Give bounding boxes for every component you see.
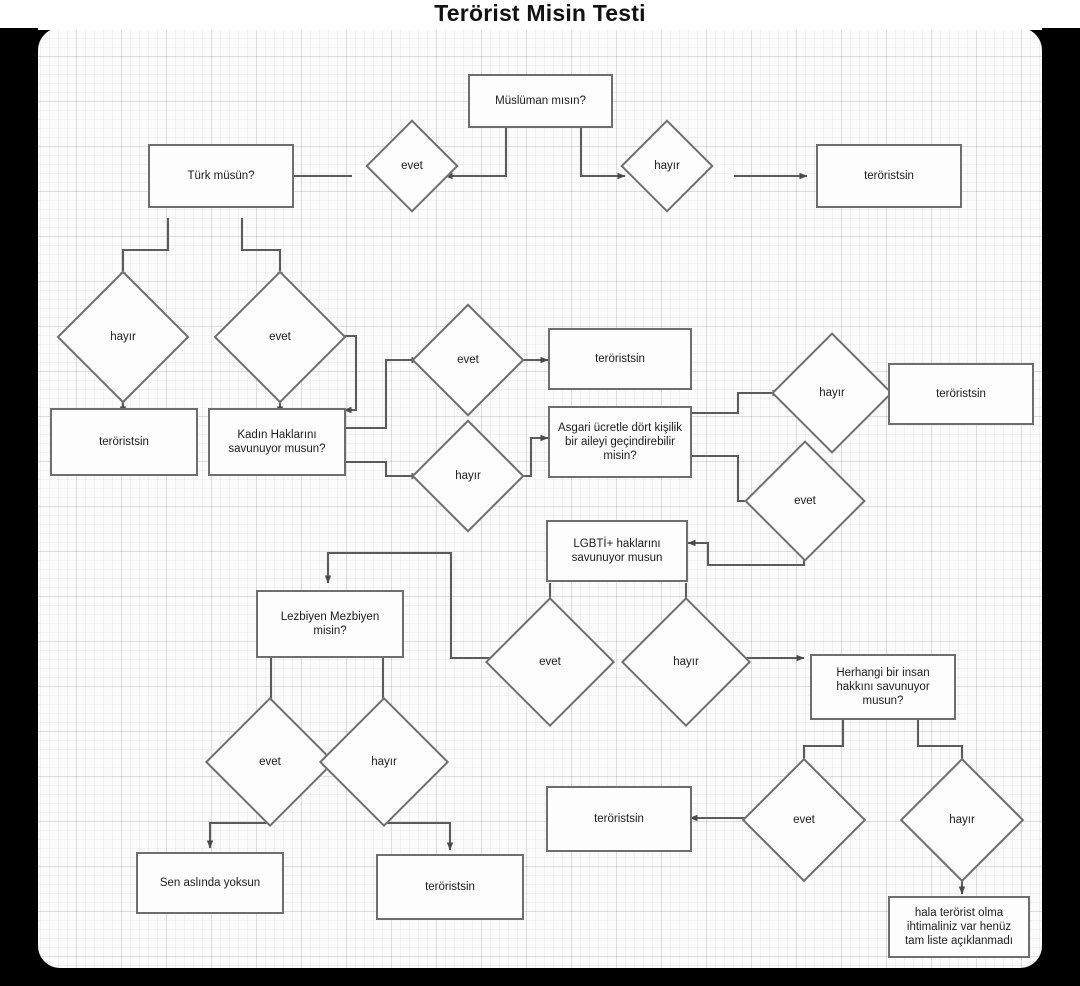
node-label: evet xyxy=(269,331,291,343)
node-label: Lezbiyen Mezbiyen misin? xyxy=(280,611,380,637)
node-result-hala-terorist[interactable]: hala terörist olma ihtimaliniz var henüz… xyxy=(888,896,1030,958)
node-label: hayır xyxy=(673,656,699,668)
node-result-teroristsin-2[interactable]: teröristsin xyxy=(50,408,198,476)
node-d-hayir-1[interactable]: hayır xyxy=(620,119,714,213)
node-label: teröristsin xyxy=(99,436,149,448)
node-result-teroristsin-1[interactable]: teröristsin xyxy=(816,144,962,208)
node-label: evet xyxy=(793,814,815,826)
node-q-kadin-haklari[interactable]: Kadın Haklarını savunuyor musun? xyxy=(208,408,346,476)
node-q-muslim[interactable]: Müslüman mısın? xyxy=(468,74,613,128)
node-label: evet xyxy=(457,354,479,366)
node-d-hayir-2[interactable]: hayır xyxy=(56,270,190,404)
node-label: LGBTİ+ haklarını savunuyor musun xyxy=(571,538,663,564)
node-label: Müslüman mısın? xyxy=(495,95,586,107)
node-label: Herhangi bir insan hakkını savunuyor mus… xyxy=(836,667,930,707)
node-q-lgbti[interactable]: LGBTİ+ haklarını savunuyor musun xyxy=(546,520,688,582)
node-label: teröristsin xyxy=(425,881,475,893)
node-d-hayir-3[interactable]: hayır xyxy=(411,419,525,533)
node-label: hayır xyxy=(819,387,845,399)
node-label: hayır xyxy=(371,756,397,768)
node-result-teroristsin-4[interactable]: teröristsin xyxy=(888,363,1034,425)
node-q-insan-hakki[interactable]: Herhangi bir insan hakkını savunuyor mus… xyxy=(810,654,956,720)
flowchart-canvas: Müslüman mısın? evet hayır teröristsin T… xyxy=(38,28,1042,968)
node-label: teröristsin xyxy=(594,813,644,825)
node-d-evet-1[interactable]: evet xyxy=(365,119,459,213)
node-q-lezbiyen[interactable]: Lezbiyen Mezbiyen misin? xyxy=(256,590,404,658)
node-result-sen-aslinda-yoksun[interactable]: Sen aslında yoksun xyxy=(136,852,284,914)
node-d-hayir-6[interactable]: hayır xyxy=(318,696,450,828)
node-label: teröristsin xyxy=(936,388,986,400)
node-d-hayir-5[interactable]: hayır xyxy=(620,596,752,728)
node-label: hayır xyxy=(455,470,481,482)
node-q-turk[interactable]: Türk müsün? xyxy=(148,144,294,208)
node-d-evet-6[interactable]: evet xyxy=(204,696,336,828)
node-label: hayır xyxy=(654,160,680,172)
node-label: hayır xyxy=(110,331,136,343)
node-label: evet xyxy=(539,656,561,668)
node-d-evet-3[interactable]: evet xyxy=(411,303,525,417)
node-label: evet xyxy=(794,495,816,507)
node-d-hayir-7[interactable]: hayır xyxy=(899,757,1025,883)
node-label: Kadın Haklarını savunuyor musun? xyxy=(228,429,326,455)
node-q-asgari-ucret[interactable]: Asgari ücretle dört kişilik bir aileyi g… xyxy=(548,406,692,478)
node-result-teroristsin-5[interactable]: teröristsin xyxy=(376,854,524,920)
node-label: hala terörist olma ihtimaliniz var henüz… xyxy=(904,907,1013,947)
node-d-hayir-4[interactable]: hayır xyxy=(771,332,893,454)
node-d-evet-5[interactable]: evet xyxy=(484,596,616,728)
node-label: Türk müsün? xyxy=(187,170,255,182)
node-label: evet xyxy=(259,756,281,768)
node-result-teroristsin-3[interactable]: teröristsin xyxy=(548,328,692,390)
node-label: teröristsin xyxy=(864,170,914,182)
node-result-teroristsin-6[interactable]: teröristsin xyxy=(546,786,692,852)
node-label: evet xyxy=(401,160,423,172)
node-label: teröristsin xyxy=(595,353,645,365)
node-d-evet-7[interactable]: evet xyxy=(741,757,867,883)
page-title: Terörist Misin Testi xyxy=(0,0,1080,28)
node-label: Sen aslında yoksun xyxy=(159,877,261,889)
node-d-evet-4[interactable]: evet xyxy=(744,440,866,562)
node-label: hayır xyxy=(949,814,975,826)
node-label: Asgari ücretle dört kişilik bir aileyi g… xyxy=(558,422,682,462)
node-d-evet-2[interactable]: evet xyxy=(213,270,347,404)
